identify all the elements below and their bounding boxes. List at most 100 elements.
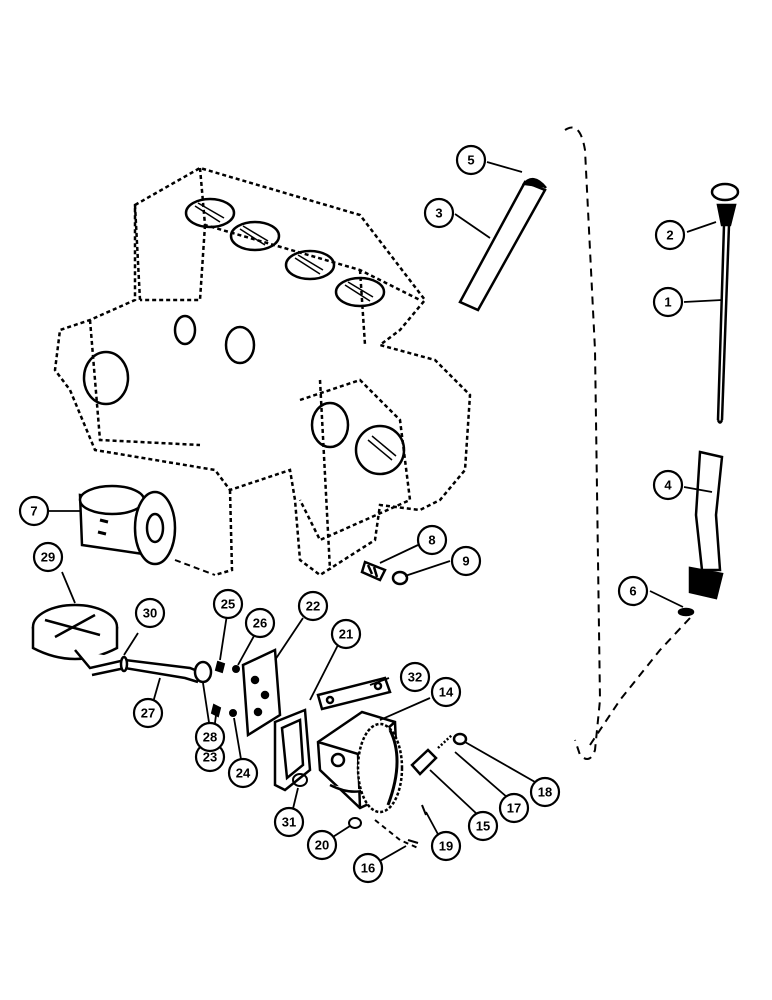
callout-label: 5 — [467, 153, 474, 168]
callout-3: 3 — [423, 197, 455, 229]
callout-16: 16 — [352, 852, 384, 884]
callout-18: 18 — [529, 776, 561, 808]
bolts-and-washers — [210, 660, 240, 718]
callout-label: 2 — [666, 228, 673, 243]
callout-circle — [652, 469, 684, 501]
callout-label: 1 — [664, 295, 671, 310]
callout-label: 6 — [629, 584, 636, 599]
relief-valve-parts — [410, 732, 468, 776]
callout-circle — [498, 792, 530, 824]
callout-circle — [330, 618, 362, 650]
callout-circle — [430, 830, 462, 862]
callout-label: 9 — [462, 554, 469, 569]
dipstick-tube — [458, 178, 547, 312]
callout-31: 31 — [273, 806, 305, 838]
callout-25: 25 — [212, 588, 244, 620]
callout-8: 8 — [416, 524, 448, 556]
callout-circle — [273, 806, 305, 838]
callout-28: 28 — [194, 721, 226, 753]
callout-circle — [399, 661, 431, 693]
oil-filter — [78, 484, 177, 566]
callout-circle — [134, 597, 166, 629]
fitting-and-washer — [360, 560, 409, 586]
callout-1: 1 — [652, 286, 684, 318]
callout-label: 8 — [428, 533, 435, 548]
oil-pump — [316, 710, 404, 814]
callout-19: 19 — [430, 830, 462, 862]
bore-hatching — [194, 202, 397, 461]
callout-6: 6 — [617, 575, 649, 607]
small-parts — [292, 773, 427, 849]
pump-cover — [241, 648, 282, 738]
callout-26: 26 — [244, 607, 276, 639]
callout-9: 9 — [450, 545, 482, 577]
relief-plate — [316, 676, 392, 711]
callout-14: 14 — [430, 676, 462, 708]
reference-line-6 — [589, 617, 691, 746]
oil-pickup-screen — [31, 603, 213, 684]
callout-circle — [455, 144, 487, 176]
callout-label: 24 — [236, 766, 251, 781]
callout-circle — [416, 524, 448, 556]
callout-circle — [652, 286, 684, 318]
callout-27: 27 — [132, 697, 164, 729]
callout-circle — [467, 810, 499, 842]
callout-32: 32 — [399, 661, 431, 693]
callout-circle — [297, 590, 329, 622]
callout-circle — [194, 721, 226, 753]
callout-circle — [227, 757, 259, 789]
callout-label: 15 — [476, 819, 490, 834]
callout-label: 20 — [315, 838, 329, 853]
callout-29: 29 — [32, 541, 64, 573]
leader-lines — [48, 161, 723, 863]
callout-circle — [244, 607, 276, 639]
callout-label: 19 — [439, 839, 453, 854]
callout-label: 25 — [221, 597, 235, 612]
callout-label: 3 — [435, 206, 442, 221]
callout-circle — [450, 545, 482, 577]
callout-circle — [617, 575, 649, 607]
callout-circle — [18, 495, 50, 527]
callout-circle — [132, 697, 164, 729]
reference-line-filter — [174, 559, 216, 576]
callout-circle — [32, 541, 64, 573]
callout-label: 31 — [282, 815, 296, 830]
callout-22: 22 — [297, 590, 329, 622]
callout-label: 21 — [339, 627, 353, 642]
pump-gasket — [273, 708, 312, 792]
callout-4: 4 — [652, 469, 684, 501]
callout-17: 17 — [498, 792, 530, 824]
callout-label: 22 — [306, 599, 320, 614]
callout-2: 2 — [654, 219, 686, 251]
callout-label: 14 — [439, 685, 454, 700]
callout-label: 28 — [203, 730, 217, 745]
callout-circle — [306, 829, 338, 861]
dipstick-guide — [677, 450, 724, 617]
callout-circle — [529, 776, 561, 808]
callout-label: 30 — [143, 606, 157, 621]
callout-label: 32 — [408, 670, 422, 685]
callout-label: 29 — [41, 550, 55, 565]
callout-7: 7 — [18, 495, 50, 527]
engine-block — [53, 166, 472, 577]
callout-24: 24 — [227, 757, 259, 789]
callout-20: 20 — [306, 829, 338, 861]
callout-circle — [423, 197, 455, 229]
callout-5: 5 — [455, 144, 487, 176]
callout-label: 23 — [203, 750, 217, 765]
dipstick — [710, 182, 740, 424]
callout-group: 1234567891415161718192021222324252627282… — [18, 144, 686, 884]
callout-30: 30 — [134, 597, 166, 629]
cylinder-bores — [82, 197, 406, 476]
callout-21: 21 — [330, 618, 362, 650]
callout-label: 26 — [253, 616, 267, 631]
reference-line-right — [564, 126, 602, 760]
callout-circle — [430, 676, 462, 708]
callout-label: 18 — [538, 785, 552, 800]
callout-label: 16 — [361, 861, 375, 876]
callout-circle — [212, 588, 244, 620]
callout-label: 27 — [141, 706, 155, 721]
callout-label: 4 — [664, 478, 672, 493]
